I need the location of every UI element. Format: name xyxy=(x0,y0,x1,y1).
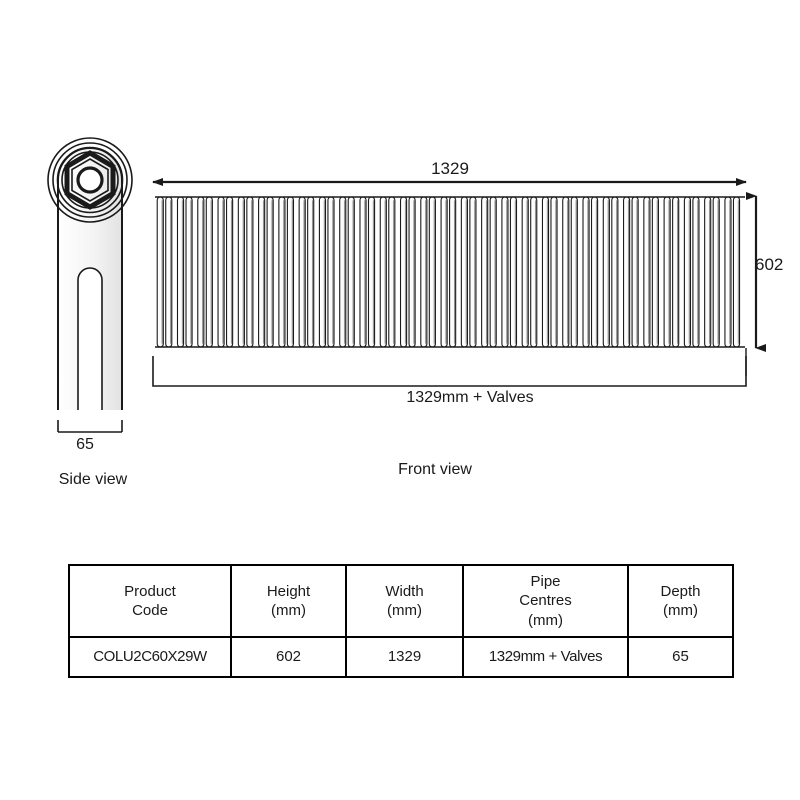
table-header-row: Product Code Height (mm) Width (mm) Pipe… xyxy=(68,564,734,638)
side-ring-outer-2 xyxy=(52,142,128,218)
front-view-drawing xyxy=(152,178,766,387)
front-pipe-centres-bracket xyxy=(152,356,747,387)
radiator-section xyxy=(440,196,457,348)
cell-depth: 65 xyxy=(627,636,734,678)
side-bore-circle xyxy=(76,166,104,194)
radiator-section xyxy=(683,196,700,348)
radiator-section xyxy=(197,196,213,348)
header-line-1: Depth xyxy=(660,582,701,600)
radiator-section xyxy=(724,196,741,348)
radiator-section xyxy=(399,196,416,348)
radiator-section xyxy=(217,196,234,348)
radiator-section xyxy=(460,196,477,348)
side-view-drawing xyxy=(47,137,133,433)
side-depth-dimension-bracket xyxy=(57,420,123,433)
side-view-caption: Side view xyxy=(58,471,128,488)
radiator-section xyxy=(562,196,578,348)
header-line-2: (mm) xyxy=(271,602,306,619)
side-hexagon-nut-icon xyxy=(64,150,116,210)
header-line-2: (mm) xyxy=(663,602,698,619)
side-depth-dimension-label: 65 xyxy=(76,436,94,453)
side-hexagon-inner xyxy=(71,158,109,202)
radiator-section xyxy=(237,196,254,348)
radiator-section xyxy=(541,196,558,348)
front-view-group: 1329 602 1329mm + Valves Front view xyxy=(152,159,784,478)
radiator-section xyxy=(278,196,295,348)
radiator-section xyxy=(663,196,680,348)
radiator-section xyxy=(298,196,315,348)
side-inner-channel xyxy=(77,267,103,410)
table-header-pipe-centres: Pipe Centres (mm) xyxy=(462,564,629,638)
front-width-dimension-label: 1329 xyxy=(431,159,469,178)
radiator-section xyxy=(521,196,538,348)
radiator-section xyxy=(602,196,619,348)
cell-pipe-centres: 1329mm + Valves xyxy=(462,636,629,678)
header-line-1: Height xyxy=(266,582,311,600)
table-header-height: Height (mm) xyxy=(230,564,347,638)
table-header-product-code: Product Code xyxy=(68,564,232,638)
radiator-column-group xyxy=(156,196,741,348)
radiator-section xyxy=(623,196,639,348)
side-ring-outer-1 xyxy=(47,137,133,223)
header-line-1: Product xyxy=(124,582,176,600)
cell-product-code: COLU2C60X29W xyxy=(68,636,232,678)
radiator-section xyxy=(501,196,518,348)
side-view-group: 65 Side view xyxy=(0,0,200,500)
table-header-depth: Depth (mm) xyxy=(627,564,734,638)
radiator-section xyxy=(318,196,335,348)
radiator-section xyxy=(704,196,720,348)
header-line-2: Code xyxy=(132,602,168,619)
radiator-section xyxy=(420,196,436,348)
radiator-section xyxy=(359,196,376,348)
front-view-caption: Front view xyxy=(398,461,472,478)
header-line-1: Pipe xyxy=(530,573,561,591)
header-line-2: (mm) xyxy=(387,602,422,619)
cell-width: 1329 xyxy=(345,636,464,678)
radiator-section xyxy=(176,196,193,348)
table-row: COLU2C60X29W 602 1329 1329mm + Valves 65 xyxy=(68,636,734,678)
cell-height: 602 xyxy=(230,636,347,678)
radiator-section xyxy=(156,196,173,348)
side-ring-outer-3 xyxy=(56,146,124,214)
header-line-3: (mm) xyxy=(528,611,563,629)
radiator-section xyxy=(582,196,599,348)
header-line-2: Centres xyxy=(519,592,572,610)
header-line-1: Width xyxy=(385,582,424,600)
table-header-width: Width (mm) xyxy=(345,564,464,638)
front-pipe-centres-label: 1329mm + Valves xyxy=(406,389,534,406)
radiator-section xyxy=(643,196,659,348)
radiator-section xyxy=(258,196,274,348)
radiator-section xyxy=(339,196,355,348)
radiator-section xyxy=(379,196,396,348)
front-height-dimension-label: 602 xyxy=(755,255,784,274)
radiator-section xyxy=(481,196,497,348)
specification-table: Product Code Height (mm) Width (mm) Pipe… xyxy=(68,564,734,678)
